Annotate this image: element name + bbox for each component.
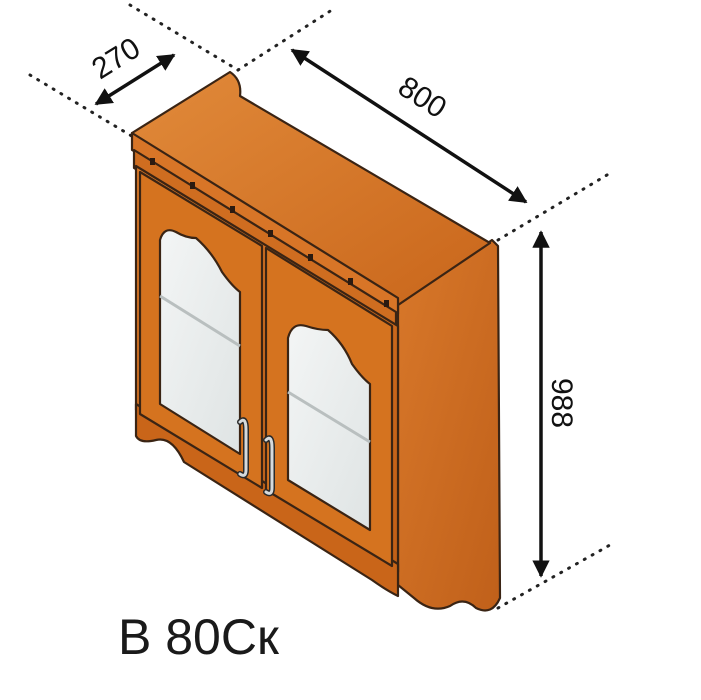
door-handle-icon [264,436,274,495]
dimension-arrows [94,48,550,578]
model-label: В 80Ск [118,609,280,665]
width-arrow [290,48,528,204]
cabinet [130,70,502,612]
depth-arrow [94,53,176,106]
cornice-dentils [150,158,389,307]
side-panel [396,238,502,612]
glass-right [286,324,372,532]
extension-lines [28,3,614,610]
shelf-left [159,294,241,348]
width-label: 800 [392,70,452,125]
top-ledge [130,131,400,316]
top-panel [130,70,492,307]
door-handle-icon [238,418,248,477]
shelf-right [287,390,371,444]
height-label: 988 [545,378,578,428]
glass-left [158,229,242,456]
